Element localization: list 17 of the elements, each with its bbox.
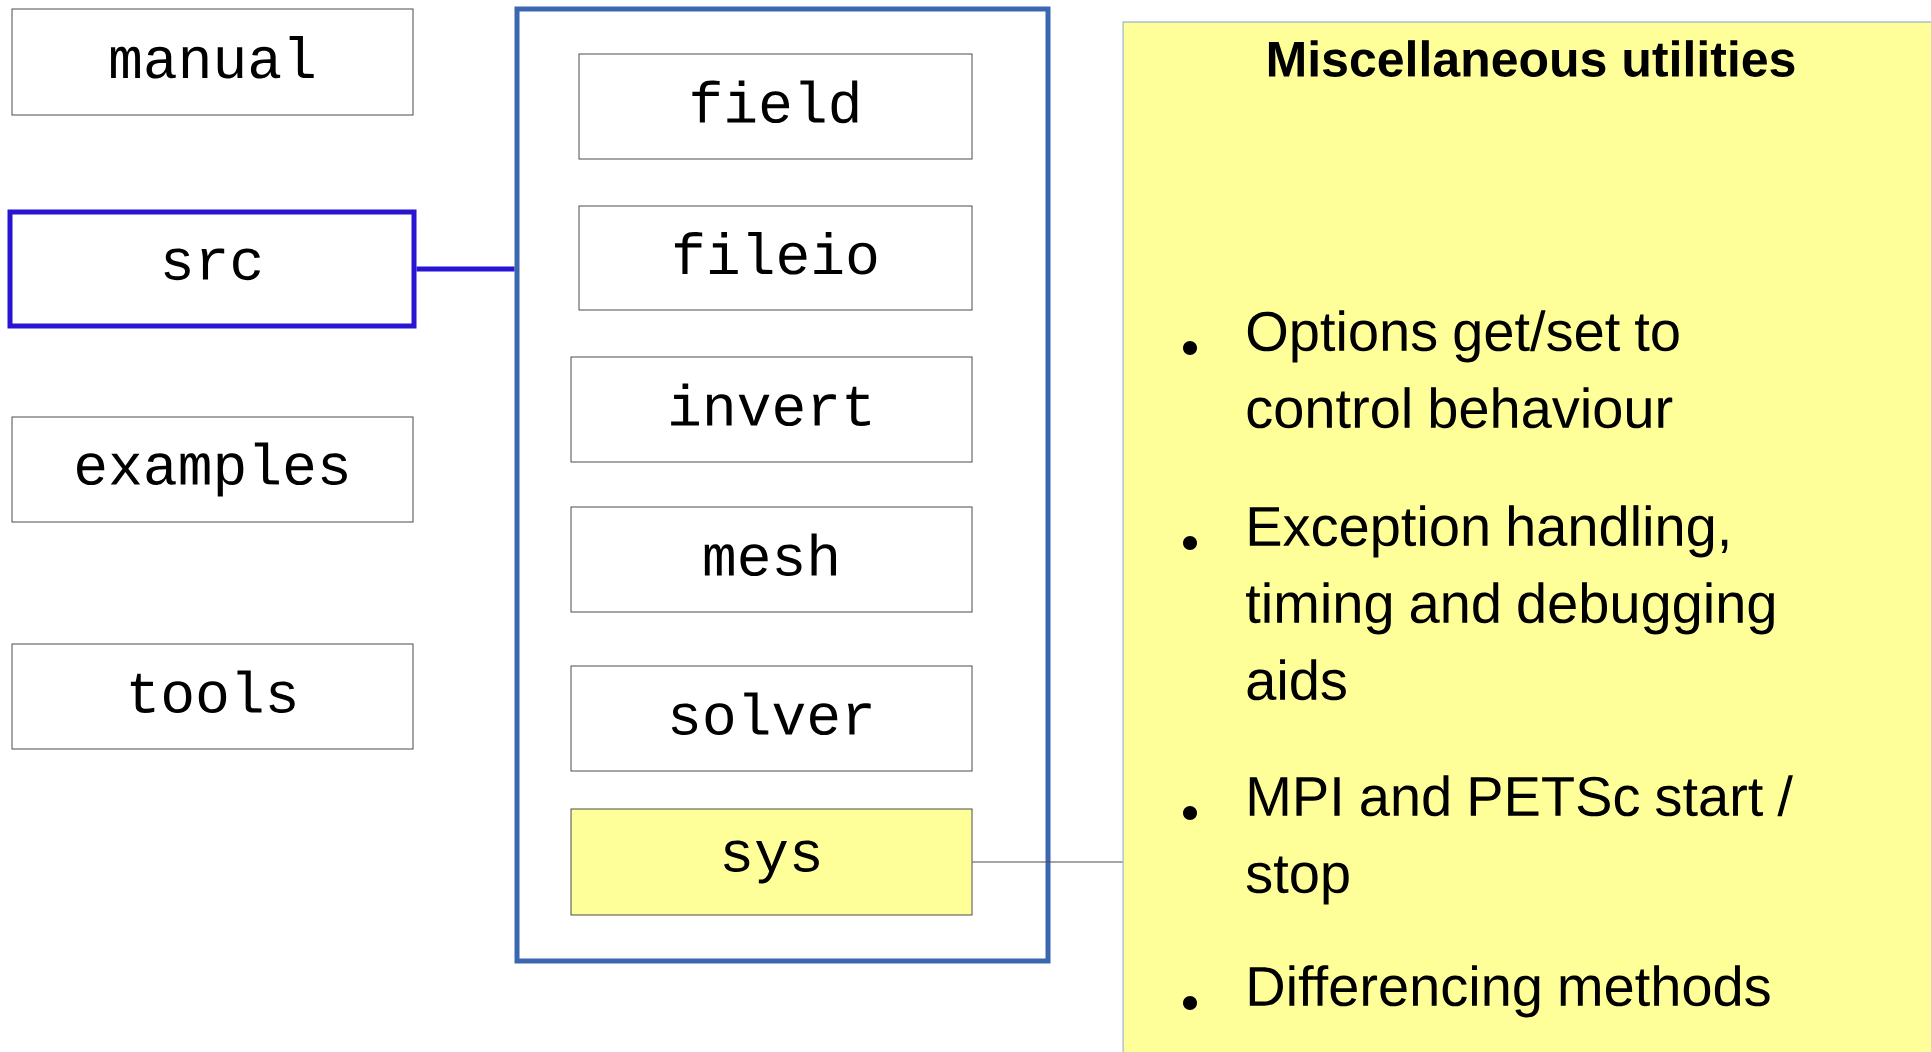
bullet-text: Differencing methods [1249,965,1770,1018]
connector-line [416,266,515,272]
panel-title: Miscellaneous utilities [1268,40,1795,77]
folder-box: manual [11,8,414,116]
folder-box: mesh [570,506,973,613]
bullet-text: Exception handling, timing and debugging aids [1246,505,1774,701]
folder-box: src [7,209,417,329]
folder-box: invert [570,356,973,463]
bullet-text: MPI and PETSc start / stop [1246,775,1793,905]
folder-box: solver [570,665,973,772]
bullet-text: Options get/set to control behaviour [1247,310,1679,429]
folder-box: sys [570,808,973,916]
folder-box: field [578,53,973,160]
folder-box: fileio [578,205,973,311]
folder-box: examples [11,416,414,523]
connector-line [972,861,1123,863]
folder-box: tools [11,643,414,750]
